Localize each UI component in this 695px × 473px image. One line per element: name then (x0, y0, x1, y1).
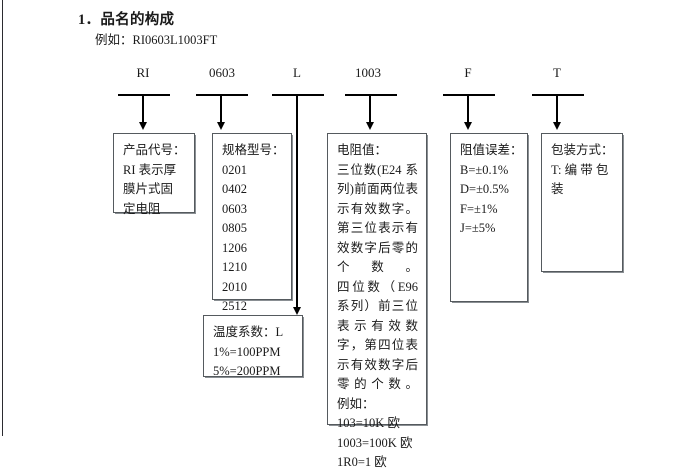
box-line: 阻值误差： (460, 143, 523, 157)
box-line: 103=10K 欧 (337, 416, 400, 430)
box-line: D=±0.5% (460, 182, 509, 196)
box-line: 产品代号： (123, 143, 186, 157)
box-line: 0603 (222, 201, 247, 216)
box-line: 0402 (222, 182, 247, 196)
box-line: 规格型号： (222, 143, 285, 157)
code-label-value: 1003 (355, 65, 381, 80)
box-line: 0201 (222, 162, 247, 177)
box-line: 2010 (222, 279, 247, 294)
box-product-code: 产品代号： RI 表示厚 膜片式固 定电阻 (113, 133, 195, 216)
box-line: 5%=200PPM (213, 364, 281, 378)
connector-prefix (118, 94, 170, 134)
box-size-model: 规格型号： 0201 0402 0603 0805 1206 1210 2010… (212, 133, 292, 313)
connector-value (345, 94, 397, 134)
box-line: 定电阻 (123, 201, 161, 216)
section-number: 1． (78, 12, 101, 28)
box-line: F=±1% (460, 201, 498, 216)
connector-tolerance (443, 94, 495, 134)
box-line: J=±5% (460, 221, 496, 235)
box-line: 1210 (222, 260, 247, 274)
box-line: 四位数（E96 系列）前三位表示有效数字，第四位表示有效数字后零的个数。 (337, 279, 418, 392)
box-line: 2512 (222, 299, 247, 313)
code-label-size: 0603 (209, 65, 235, 80)
box-line: 温度系数：L (213, 325, 284, 339)
box-line: B=±0.1% (460, 162, 509, 177)
connector-tempco (272, 94, 324, 319)
box-line: T: 编 带 包 (551, 162, 609, 177)
example-part-number: 例如：RI0603L1003FT (95, 33, 218, 47)
page-title: 1．品名的构成 (78, 8, 174, 29)
box-line: 包装方式： (551, 143, 614, 157)
code-label-tempco: L (293, 65, 301, 80)
box-line: 电阻值： (337, 143, 388, 157)
title-text: 品名的构成 (100, 12, 175, 28)
box-line: 1206 (222, 240, 247, 255)
box-line: 1003=100K 欧 (337, 435, 413, 450)
box-line: RI 表示厚 (123, 162, 177, 177)
box-tolerance: 阻值误差： B=±0.1% D=±0.5% F=±1% J=±5% (450, 133, 528, 302)
code-label-prefix: RI (136, 65, 150, 80)
box-line: 膜片式固 (123, 182, 174, 196)
box-temperature-coefficient: 温度系数：L 1%=100PPM 5%=200PPM (203, 315, 303, 378)
connector-packaging (532, 94, 584, 134)
box-line: 例如： (337, 396, 375, 411)
box-line: 1%=100PPM (213, 344, 281, 359)
code-label-tolerance: F (464, 65, 472, 80)
box-resistance-value: 电阻值： 三位数(E24 系列)前面两位表示有效数字。第三位表示有效数字后零的个… (327, 133, 427, 469)
box-line: 1R0=1 欧 (337, 455, 387, 469)
box-line: 装 (551, 182, 564, 196)
code-label-packaging: T (553, 65, 561, 80)
page-left-border (2, 0, 3, 436)
box-line: 三位数(E24 系列)前面两位表示有效数字。第三位表示有效数字后零的个数。 (337, 162, 418, 275)
box-line: 0805 (222, 221, 247, 235)
box-packaging: 包装方式： T: 编 带 包 装 (541, 133, 623, 272)
connector-size (196, 94, 248, 134)
